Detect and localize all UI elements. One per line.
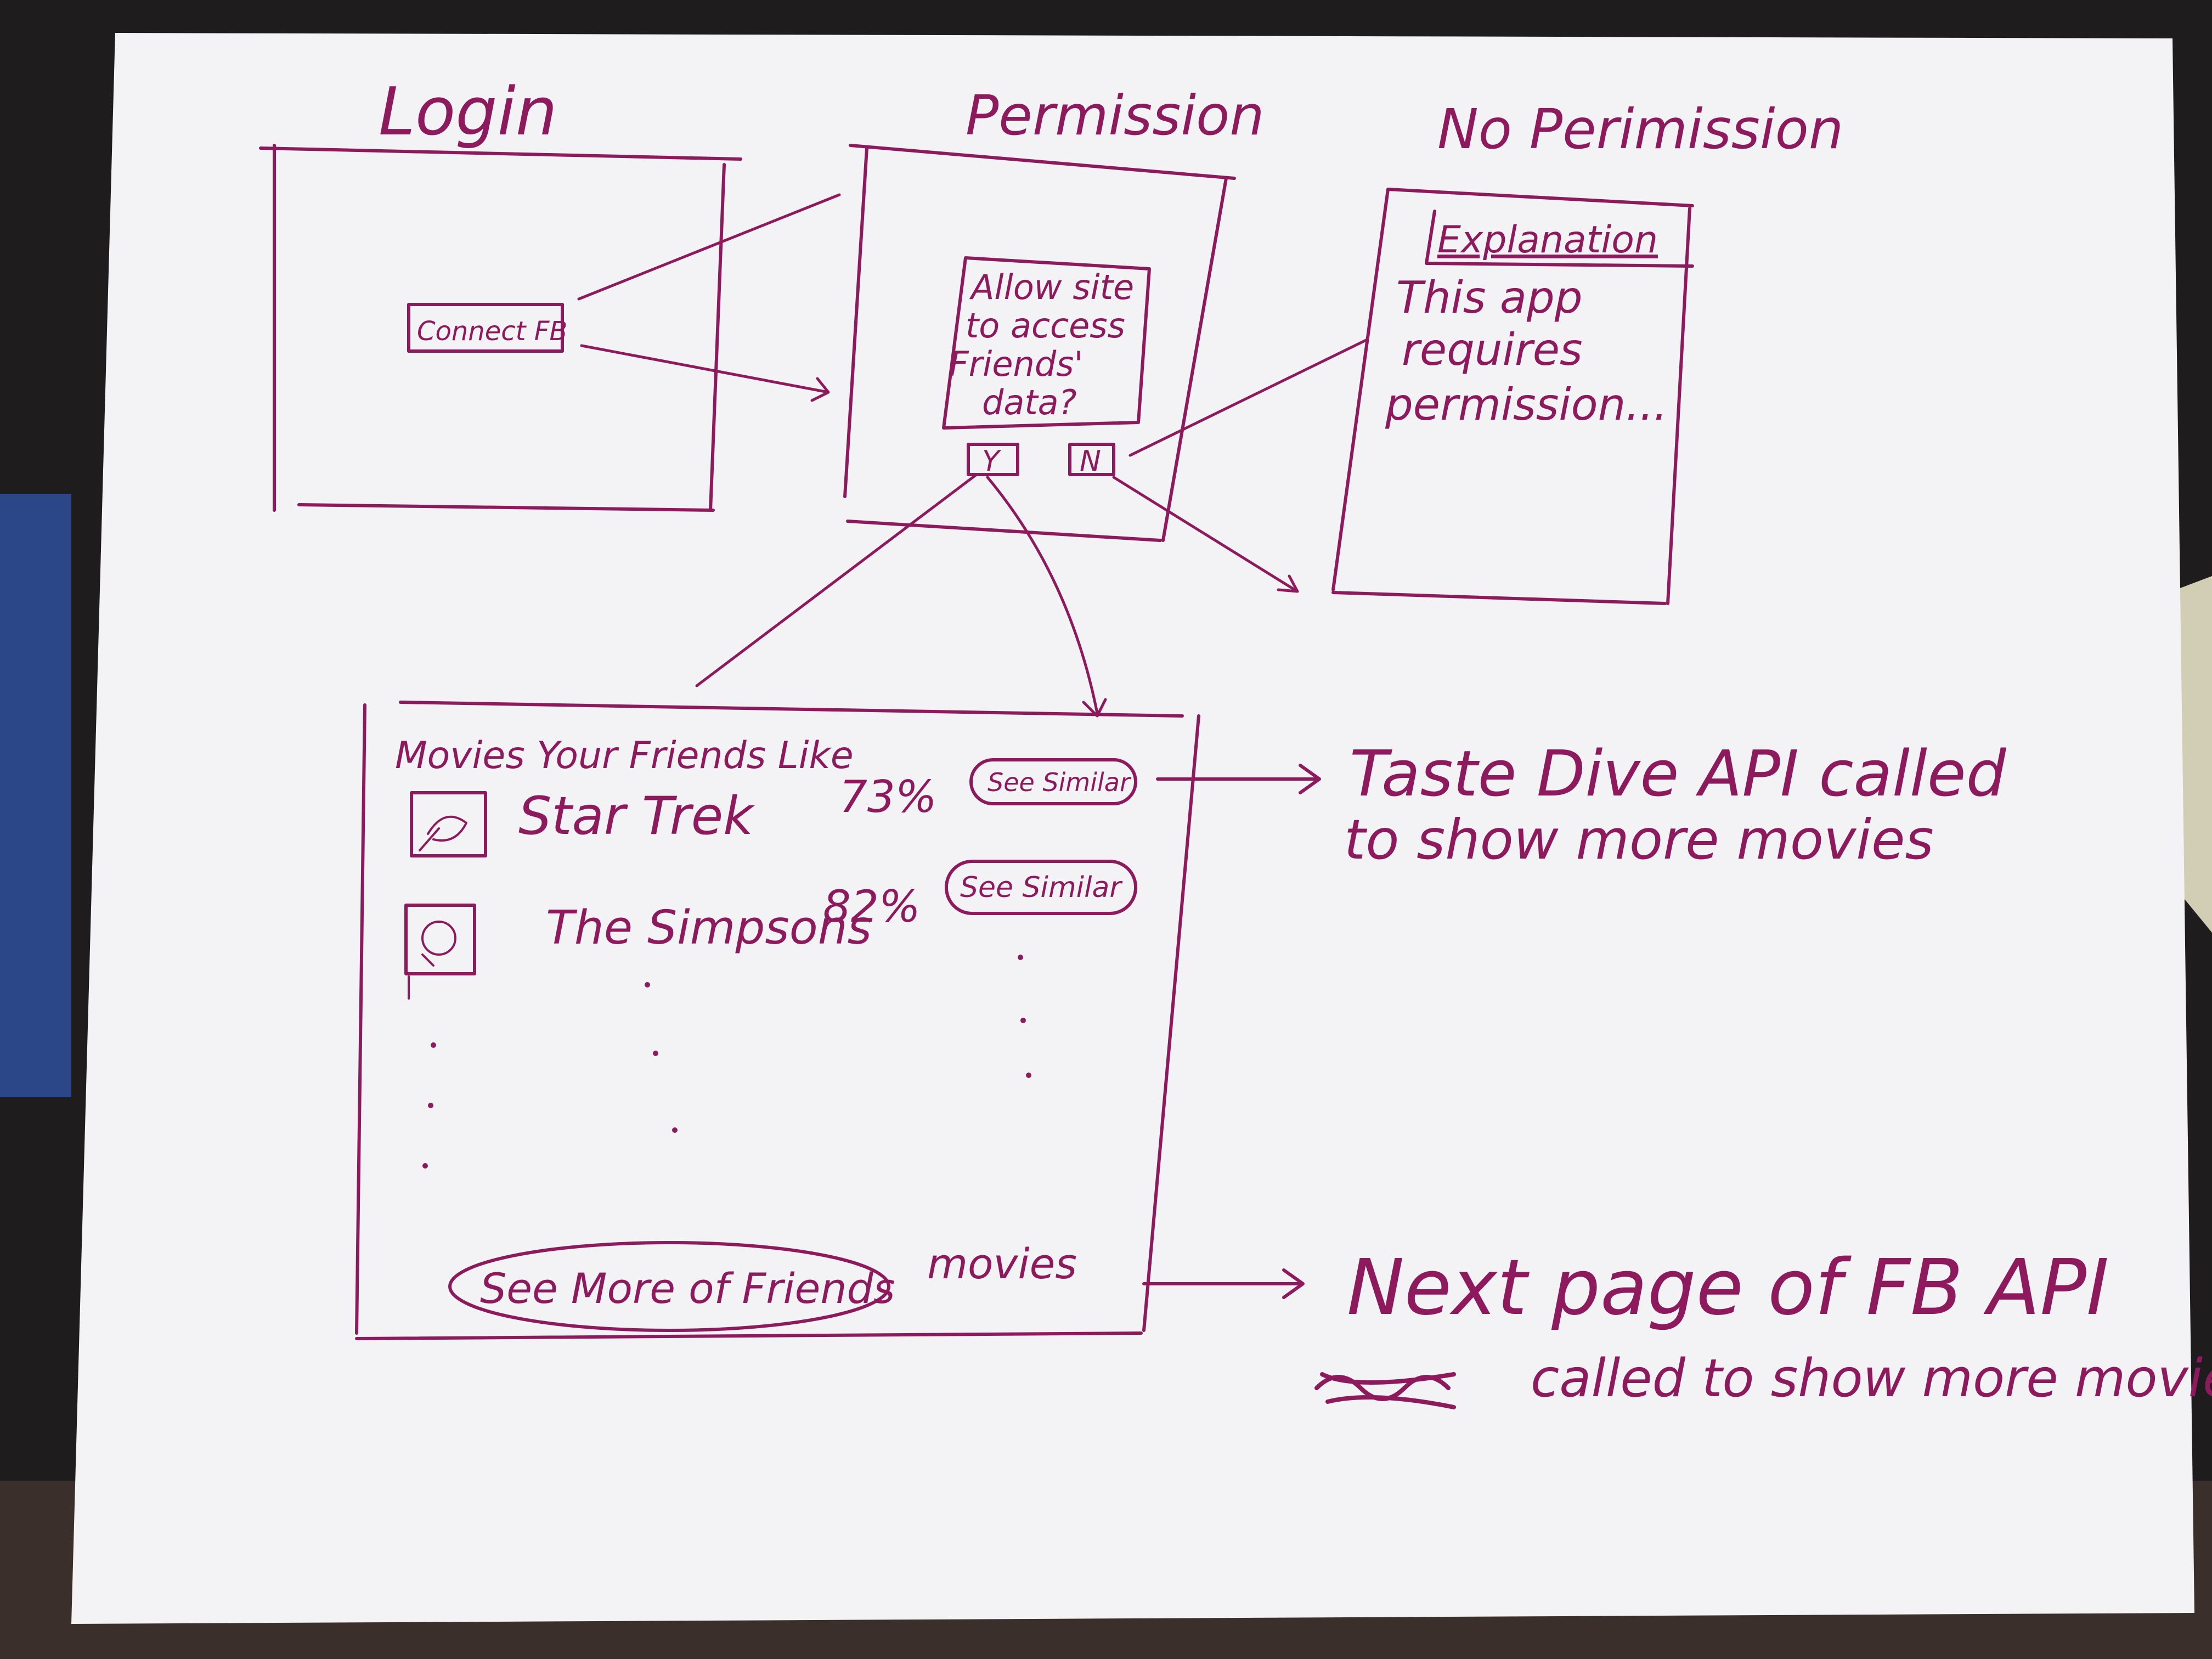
explanation-line-2: requires xyxy=(1402,324,1583,375)
see-similar-button[interactable]: See Similar xyxy=(945,860,1137,915)
movie-percent: 73% xyxy=(839,771,937,822)
movie-row: Star Trek 73% See Similar xyxy=(410,758,1137,857)
see-similar-label: See Similar xyxy=(988,768,1132,797)
explanation-line-3: permission... xyxy=(1385,379,1668,430)
movie-thumbnail-icon xyxy=(404,904,476,1000)
see-more-suffix: movies xyxy=(927,1239,1077,1288)
flow-connectors xyxy=(577,193,1368,718)
see-similar-label: See Similar xyxy=(960,871,1123,904)
explanation-header: Explanation xyxy=(1437,218,1658,262)
permission-screen: Permission Allow site to access Friends'… xyxy=(843,83,1265,542)
permission-prompt-line-1: Allow site xyxy=(969,267,1134,307)
no-permission-screen: No Perimission Explanation This app requ… xyxy=(1331,97,1843,605)
connect-fb-button-label: Connect FB xyxy=(417,316,567,347)
permission-prompt-line-2: to access xyxy=(966,306,1125,346)
tastedive-line-2: to show more movies xyxy=(1344,808,1934,872)
fb-api-annotation: Next page of FB API called to show more … xyxy=(1142,1243,2212,1409)
connect-fb-button[interactable]: Connect FB xyxy=(407,303,567,353)
tastedive-line-1: Taste Dive API called xyxy=(1350,737,2007,811)
scribble-out xyxy=(1314,1372,1456,1409)
permission-title: Permission xyxy=(966,83,1265,148)
movies-screen: Movies Your Friends Like Star Trek 73% S… xyxy=(355,701,1200,1340)
movies-title: Movies Your Friends Like xyxy=(395,734,854,777)
movie-row: The Simpsons 82% See Similar xyxy=(404,860,1137,1000)
login-screen: Login Connect FB xyxy=(259,74,742,512)
see-more-friends-button[interactable]: See More of Friends xyxy=(448,1241,895,1332)
movie-thumbnail-icon xyxy=(410,791,487,857)
movie-name: The Simpsons xyxy=(546,901,872,955)
permission-dialog: Allow site to access Friends' data? xyxy=(942,256,1151,430)
no-permission-title: No Perimission xyxy=(1437,97,1843,161)
login-title: Login xyxy=(379,74,557,150)
fb-api-line-2: called to show more movies xyxy=(1531,1348,2212,1409)
continuation-dots xyxy=(422,955,1031,1169)
no-button-label: N xyxy=(1080,445,1101,478)
see-more-friends-label: See More of Friends xyxy=(480,1264,895,1313)
no-button[interactable]: N xyxy=(1068,443,1115,478)
explanation-line-1: This app xyxy=(1396,272,1583,323)
permission-prompt-line-3: Friends' xyxy=(949,344,1084,384)
permission-prompt-line-4: data? xyxy=(982,382,1077,422)
fb-api-line-1: Next page of FB API xyxy=(1347,1243,2109,1333)
tastedive-annotation: Taste Dive API called to show more movie… xyxy=(1156,737,2007,872)
see-similar-button[interactable]: See Similar xyxy=(969,758,1137,805)
movie-percent: 82% xyxy=(823,881,921,932)
yes-button[interactable]: Y xyxy=(967,443,1019,478)
movie-name: Star Trek xyxy=(518,786,755,847)
yes-button-label: Y xyxy=(982,445,1002,478)
